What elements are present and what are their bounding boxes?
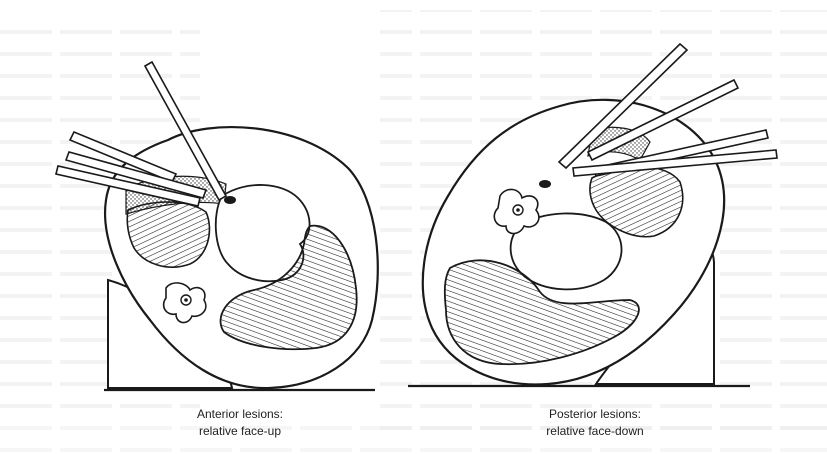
left-caption: Anterior lesions: relative face-up xyxy=(150,406,330,440)
right-caption-line1: Posterior lesions: xyxy=(500,406,690,423)
right-caption-line2: relative face-down xyxy=(500,423,690,440)
left-caption-line2: relative face-up xyxy=(150,423,330,440)
left-lesion-marker xyxy=(224,196,236,204)
right-lesion-marker xyxy=(539,180,551,188)
right-caption: Posterior lesions: relative face-down xyxy=(500,406,690,440)
left-caption-line1: Anterior lesions: xyxy=(150,406,330,423)
